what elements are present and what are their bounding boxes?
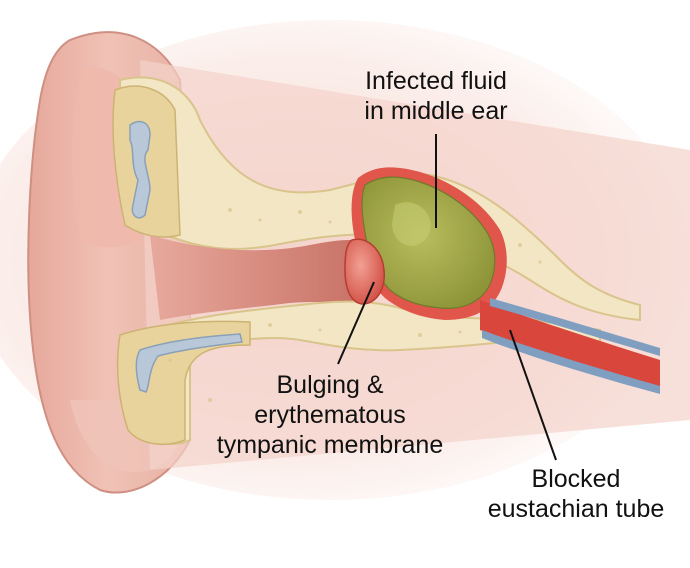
fluid-highlight: [392, 202, 431, 246]
label-infected-fluid: Infected fluid in middle ear: [336, 66, 536, 126]
label-eustachian-tube: Blocked eustachian tube: [468, 464, 684, 524]
leader-tympanic: [337, 281, 375, 365]
label-tympanic-line3: tympanic membrane: [216, 431, 444, 459]
label-tympanic-line1: Bulging &: [276, 371, 384, 399]
label-eustachian-line2: eustachian tube: [487, 495, 665, 523]
label-eustachian-line1: Blocked: [531, 465, 621, 493]
label-tympanic-line2: erythematous: [254, 401, 406, 429]
label-tympanic-membrane: Bulging & erythematous tympanic membrane: [190, 370, 470, 460]
lower-cartilage-blue: [135, 333, 243, 393]
eustachian-tube-blue-upper: [490, 298, 660, 356]
tympanic-membrane: [344, 238, 385, 305]
label-infected-fluid-line2: in middle ear: [364, 97, 508, 125]
leader-eustachian: [509, 329, 557, 461]
eustachian-tube-blue-lower: [482, 330, 660, 394]
upper-cartilage-blue: [129, 120, 151, 219]
label-infected-fluid-line1: Infected fluid: [365, 67, 507, 95]
bone-texture: [168, 208, 542, 402]
upper-cartilage-band: [112, 85, 181, 238]
ear-canal: [150, 235, 372, 320]
eustachian-tube-red: [480, 300, 660, 388]
